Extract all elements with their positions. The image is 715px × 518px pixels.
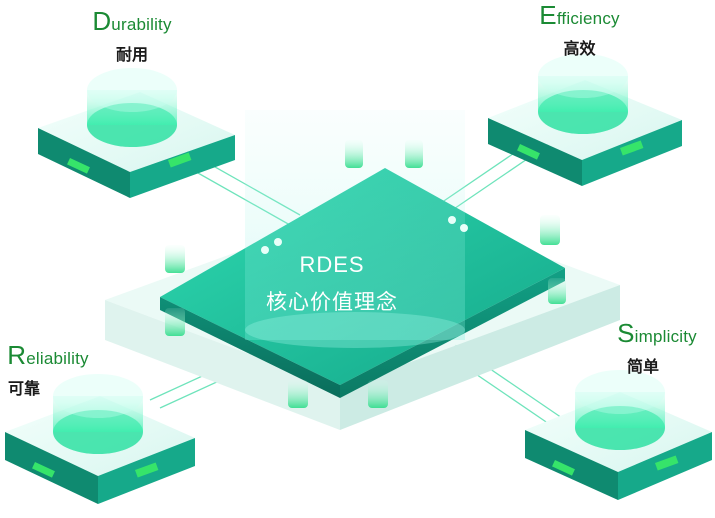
label-simplicity-zh: 简单 [627, 359, 660, 376]
label-durability: Durability 耐用 [82, 6, 182, 65]
central-platform [105, 110, 620, 430]
label-efficiency-en: Efficiency [539, 0, 620, 30]
module-simplicity [525, 370, 712, 500]
label-simplicity-en: Simplicity [617, 318, 697, 348]
label-reliability-en: Reliability [7, 340, 89, 370]
center-subtitle: 核心价值理念 [266, 291, 398, 314]
label-reliability: Reliability 可靠 [0, 340, 96, 399]
label-efficiency: Efficiency 高效 [527, 0, 632, 59]
grass-tufts [165, 140, 566, 408]
module-efficiency [488, 54, 682, 186]
center-title: RDES 核心价值理念 [252, 252, 412, 316]
label-durability-zh: 耐用 [115, 47, 148, 64]
label-efficiency-zh: 高效 [563, 41, 596, 58]
label-reliability-zh: 可靠 [8, 381, 41, 398]
label-durability-en: Durability [92, 6, 172, 36]
center-title-rdes: RDES [299, 252, 365, 277]
module-reliability [5, 374, 195, 504]
module-durability [38, 68, 235, 198]
label-simplicity: Simplicity 简单 [605, 318, 709, 377]
